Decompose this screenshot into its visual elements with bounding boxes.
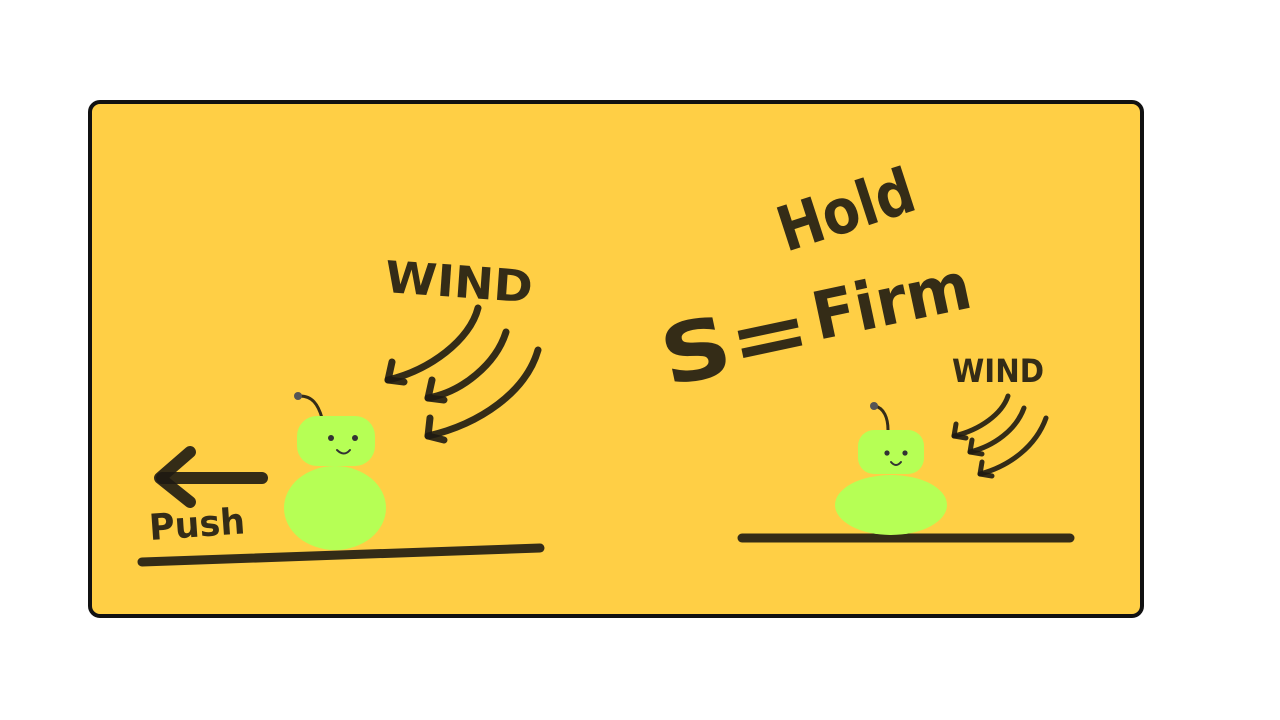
wind-gust-icon [951,393,1049,479]
character-right [835,402,947,535]
ground-line-left [137,543,545,567]
wind-label-right: WIND [952,352,1044,390]
push-arrow-icon [154,446,268,508]
wind-label-left: WIND [383,252,534,313]
push-label: Push [148,501,247,549]
character-left [284,392,386,550]
left-scene: WIND Push [137,252,545,567]
wind-gust-icon [384,304,542,444]
